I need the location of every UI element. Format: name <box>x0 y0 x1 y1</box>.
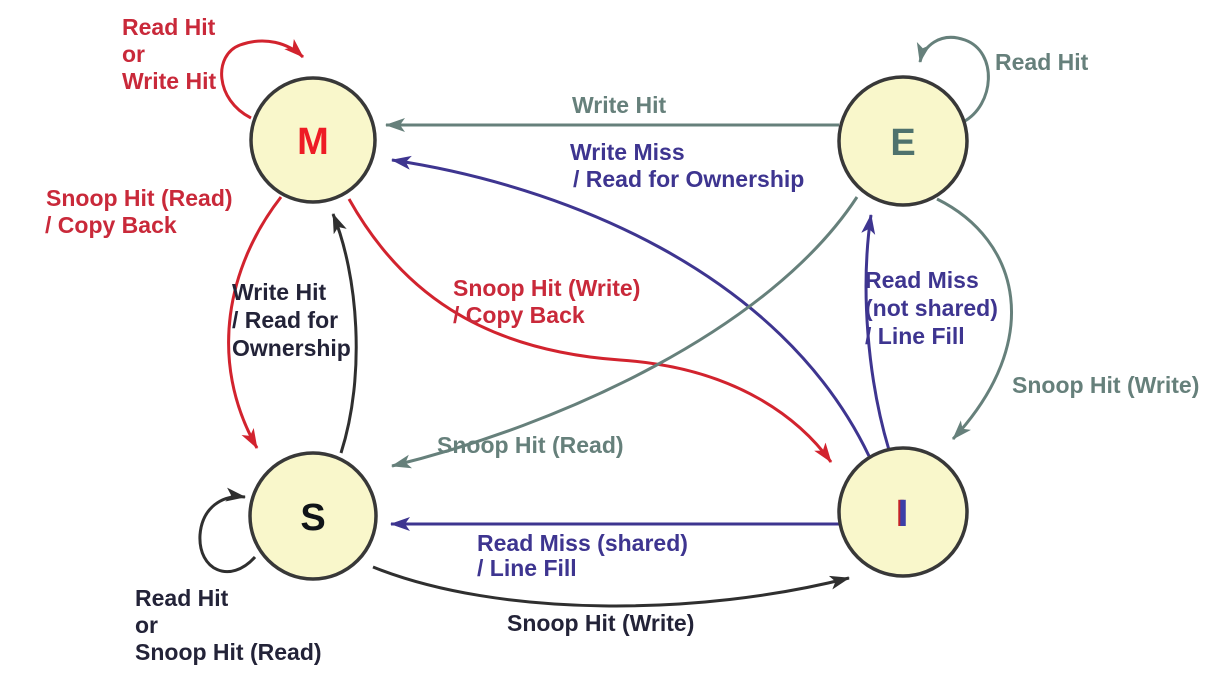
label-m-self-line-2: Write Hit <box>122 68 216 94</box>
edge-s-to-i <box>372 565 850 608</box>
state-letter-i: I <box>898 493 909 535</box>
label-m-self-line-1: or <box>122 41 145 67</box>
state-node-modified <box>249 76 377 204</box>
state-node-invalid <box>837 446 969 578</box>
state-letter-e: E <box>890 122 915 164</box>
label-i-to-e-line-1: (not shared) <box>865 295 998 321</box>
label-s-self-line-1: or <box>135 612 158 638</box>
edge-i-to-m <box>391 155 871 457</box>
label-i-to-e-line-0: Read Miss <box>865 267 979 293</box>
label-i-to-m-line-1: / Read for Ownership <box>573 166 804 192</box>
edge-m-self-loop <box>220 38 305 120</box>
label-e-to-s-line-0: Snoop Hit (Read) <box>437 432 624 458</box>
label-m-to-s-line-1: / Copy Back <box>45 212 177 238</box>
state-node-shared <box>248 451 378 581</box>
label-e-self-line-0: Read Hit <box>995 49 1089 75</box>
label-s-to-m-line-2: Ownership <box>232 335 351 361</box>
edge-i-to-e <box>861 214 891 451</box>
label-e-to-m-line-0: Write Hit <box>572 92 666 118</box>
state-letter-m: M <box>297 121 329 163</box>
label-m-to-i-line-0: Snoop Hit (Write) <box>453 275 640 301</box>
label-s-to-i-line-0: Snoop Hit (Write) <box>507 610 694 636</box>
edge-s-self-loop <box>198 487 257 574</box>
label-m-self-line-0: Read Hit <box>122 14 216 40</box>
state-letter-s: S <box>300 497 325 539</box>
edge-e-to-i <box>936 197 1013 441</box>
edge-m-to-i <box>347 198 833 463</box>
label-i-to-m-line-0: Write Miss <box>570 139 685 165</box>
label-m-to-s-line-0: Snoop Hit (Read) <box>46 185 233 211</box>
edge-m-to-s <box>227 196 283 449</box>
label-s-to-m-line-1: / Read for <box>232 307 338 333</box>
label-s-self-line-0: Read Hit <box>135 585 229 611</box>
label-i-to-e-line-2: / Line Fill <box>865 323 965 349</box>
label-s-to-m-line-0: Write Hit <box>232 279 326 305</box>
label-e-to-i-line-0: Snoop Hit (Write) <box>1012 372 1199 398</box>
edge-e-self-loop <box>916 35 990 124</box>
state-node-exclusive <box>837 75 969 207</box>
edge-s-to-m <box>331 213 358 454</box>
edge-e-to-s <box>391 196 859 469</box>
label-i-to-s-line-0: Read Miss (shared) <box>477 530 688 556</box>
label-m-to-i-line-1: / Copy Back <box>453 302 585 328</box>
label-s-self-line-2: Snoop Hit (Read) <box>135 639 322 665</box>
label-i-to-s-line-1: / Line Fill <box>477 555 577 581</box>
